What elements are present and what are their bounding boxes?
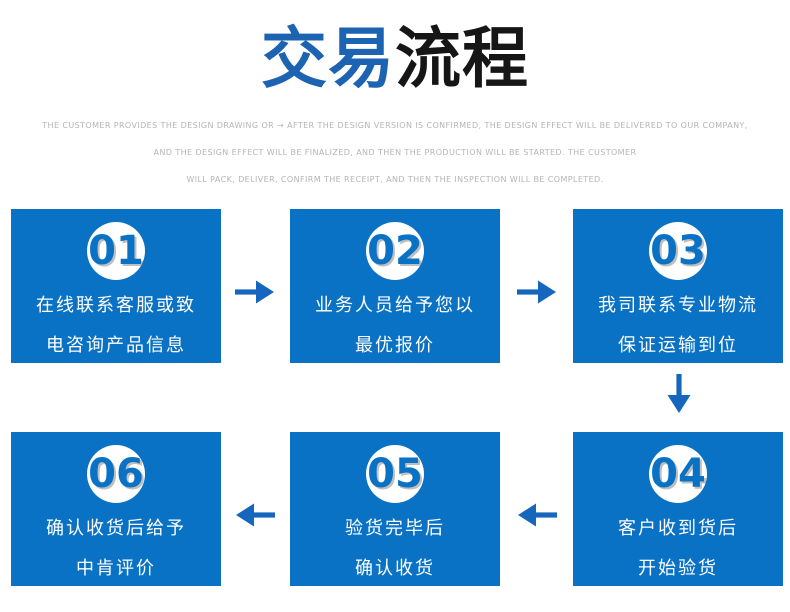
step-text-line: 确认收货 [355, 558, 435, 579]
step-number: 06 [88, 451, 144, 497]
subtitle: THE CUSTOMER PROVIDES THE DESIGN DRAWING… [0, 112, 790, 193]
page-title: 交易流程 [0, 18, 790, 100]
step-box-01: 01 在线联系客服或致 电咨询产品信息 [11, 209, 221, 363]
step-number-circle: 05 [366, 445, 424, 503]
step-number: 04 [650, 451, 706, 497]
step-box-02: 02 业务人员给予您以 最优报价 [290, 209, 500, 363]
step-number: 03 [650, 228, 706, 274]
step-box-04: 04 客户收到货后 开始验货 [573, 432, 783, 586]
step-text-line: 我司联系专业物流 [598, 295, 758, 316]
step-number-circle: 04 [649, 445, 707, 503]
arrow-right-icon [517, 277, 557, 307]
step-number: 05 [367, 451, 423, 497]
subtitle-line-3: WILL PACK, DELIVER, CONFIRM THE RECEIPT,… [186, 175, 604, 184]
arrow-left-icon [517, 500, 557, 530]
subtitle-line-1: THE CUSTOMER PROVIDES THE DESIGN DRAWING… [42, 121, 748, 130]
step-text-line: 在线联系客服或致 [36, 295, 196, 316]
page-title-black-part: 流程 [395, 20, 529, 97]
step-number: 02 [367, 228, 423, 274]
subtitle-line-2: AND THE DESIGN EFFECT WILL BE FINALIZED,… [153, 148, 637, 157]
step-text-line: 最优报价 [355, 335, 435, 356]
arrow-left-icon [235, 500, 275, 530]
step-number: 01 [88, 228, 144, 274]
step-number-circle: 02 [366, 222, 424, 280]
step-text-line: 确认收货后给予 [46, 518, 186, 539]
step-number-circle: 01 [87, 222, 145, 280]
step-text-line: 业务人员给予您以 [315, 295, 475, 316]
step-text-line: 开始验货 [638, 558, 718, 579]
step-number-circle: 03 [649, 222, 707, 280]
step-box-03: 03 我司联系专业物流 保证运输到位 [573, 209, 783, 363]
step-text-line: 中肯评价 [76, 558, 156, 579]
step-text-line: 保证运输到位 [618, 335, 738, 356]
step-text-line: 验货完毕后 [345, 518, 445, 539]
step-text-line: 客户收到货后 [618, 518, 738, 539]
arrow-right-icon [235, 277, 275, 307]
arrow-down-icon [664, 374, 694, 414]
step-box-06: 06 确认收货后给予 中肯评价 [11, 432, 221, 586]
step-box-05: 05 验货完毕后 确认收货 [290, 432, 500, 586]
step-number-circle: 06 [87, 445, 145, 503]
step-text-line: 电咨询产品信息 [46, 335, 186, 356]
page-title-blue-part: 交易 [261, 20, 395, 97]
